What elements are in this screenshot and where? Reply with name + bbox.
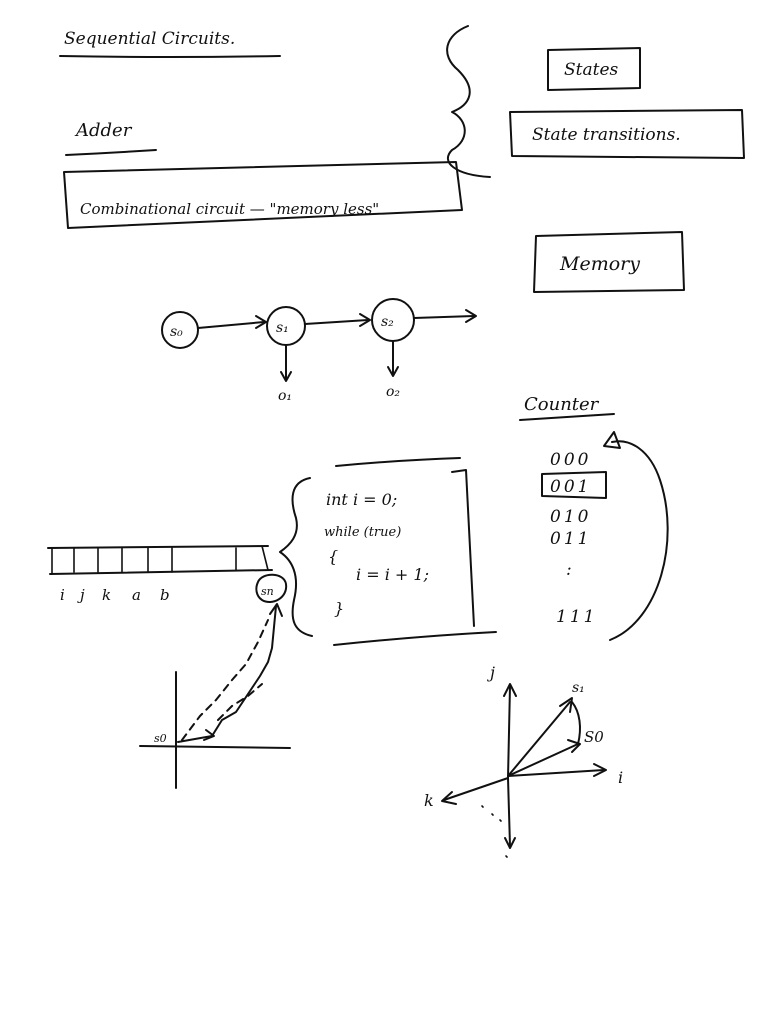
tape-label-b: b xyxy=(160,586,170,604)
counter-value-111: 111 xyxy=(556,607,597,627)
counter-list: 000 001 010 011 : 111 xyxy=(541,431,669,641)
counter-value-001: 001 xyxy=(550,477,591,497)
state-space-plot-left: s0 xyxy=(139,603,291,789)
right-plot-k-label: k xyxy=(424,791,434,810)
memory-box: Memory xyxy=(533,231,685,293)
counter-ellipsis: : xyxy=(566,560,572,580)
code-line-2: while (true) xyxy=(324,525,401,540)
adder-underline xyxy=(65,149,157,156)
counter-loop-arrow xyxy=(609,440,669,641)
title-underline xyxy=(59,55,281,58)
state-s2-label: s₂ xyxy=(381,314,394,330)
code-block: int i = 0; while (true) { i = i + 1; } xyxy=(279,457,497,646)
counter-highlight-box xyxy=(541,471,607,499)
brace-divider xyxy=(446,25,491,178)
combinational-box: Combinational circuit — "memory less" xyxy=(63,161,463,229)
counter-value-011: 011 xyxy=(550,529,591,549)
right-plot-s1-curve xyxy=(571,701,581,745)
right-plot-vector-s1 xyxy=(507,701,571,777)
code-line-1: int i = 0; xyxy=(326,490,397,509)
output-o2-label: o₂ xyxy=(386,384,400,400)
states-box: States xyxy=(547,47,641,91)
counter-loop-arrowhead xyxy=(603,431,621,449)
code-left-brace xyxy=(279,477,313,637)
states-label: States xyxy=(564,60,619,80)
right-plot-j-label: j xyxy=(487,663,495,682)
output-o1-label: o₁ xyxy=(278,388,292,404)
state-s1-label: s₁ xyxy=(276,320,289,336)
state-transitions-box: State transitions. xyxy=(509,109,745,159)
code-line-5: } xyxy=(334,599,344,618)
code-line-4: i = i + 1; xyxy=(356,565,429,584)
tape-label-k: k xyxy=(102,586,111,604)
page-title: Sequential Circuits. xyxy=(64,29,235,49)
memory-tape: i j k a b sn xyxy=(47,545,288,604)
vector-plot-right: j i k s₁ S0 xyxy=(424,663,623,858)
right-plot-vector-s0 xyxy=(507,743,579,777)
counter-heading: Counter xyxy=(524,394,600,415)
left-plot-origin-label: s0 xyxy=(154,732,167,745)
counter-underline xyxy=(519,413,615,421)
tape-sn-label: sn xyxy=(261,585,274,598)
combinational-label: Combinational circuit — "memory less" xyxy=(80,200,379,218)
right-plot-s1-label: s₁ xyxy=(572,680,585,696)
right-plot-i-label: i xyxy=(618,768,623,787)
left-plot-solid-path xyxy=(177,605,277,743)
left-plot-dashed-path xyxy=(181,619,269,741)
code-line-3: { xyxy=(328,547,338,566)
memory-label: Memory xyxy=(559,253,640,275)
counter-value-010: 010 xyxy=(550,507,591,527)
tape-sn-bubble xyxy=(255,573,288,603)
right-plot-s0-label: S0 xyxy=(584,728,604,746)
tape-label-i: i xyxy=(60,586,65,604)
adder-heading: Adder xyxy=(74,120,133,141)
state-chain-diagram: s₀ s₁ s₂ o₁ o₂ xyxy=(161,298,477,404)
counter-value-000: 000 xyxy=(550,450,591,470)
state-transitions-label: State transitions. xyxy=(532,125,681,145)
left-plot-dashed-path-2 xyxy=(217,683,263,721)
tape-label-a: a xyxy=(132,586,141,604)
state-s0-label: s₀ xyxy=(170,324,183,340)
tape-label-j: j xyxy=(77,586,85,604)
